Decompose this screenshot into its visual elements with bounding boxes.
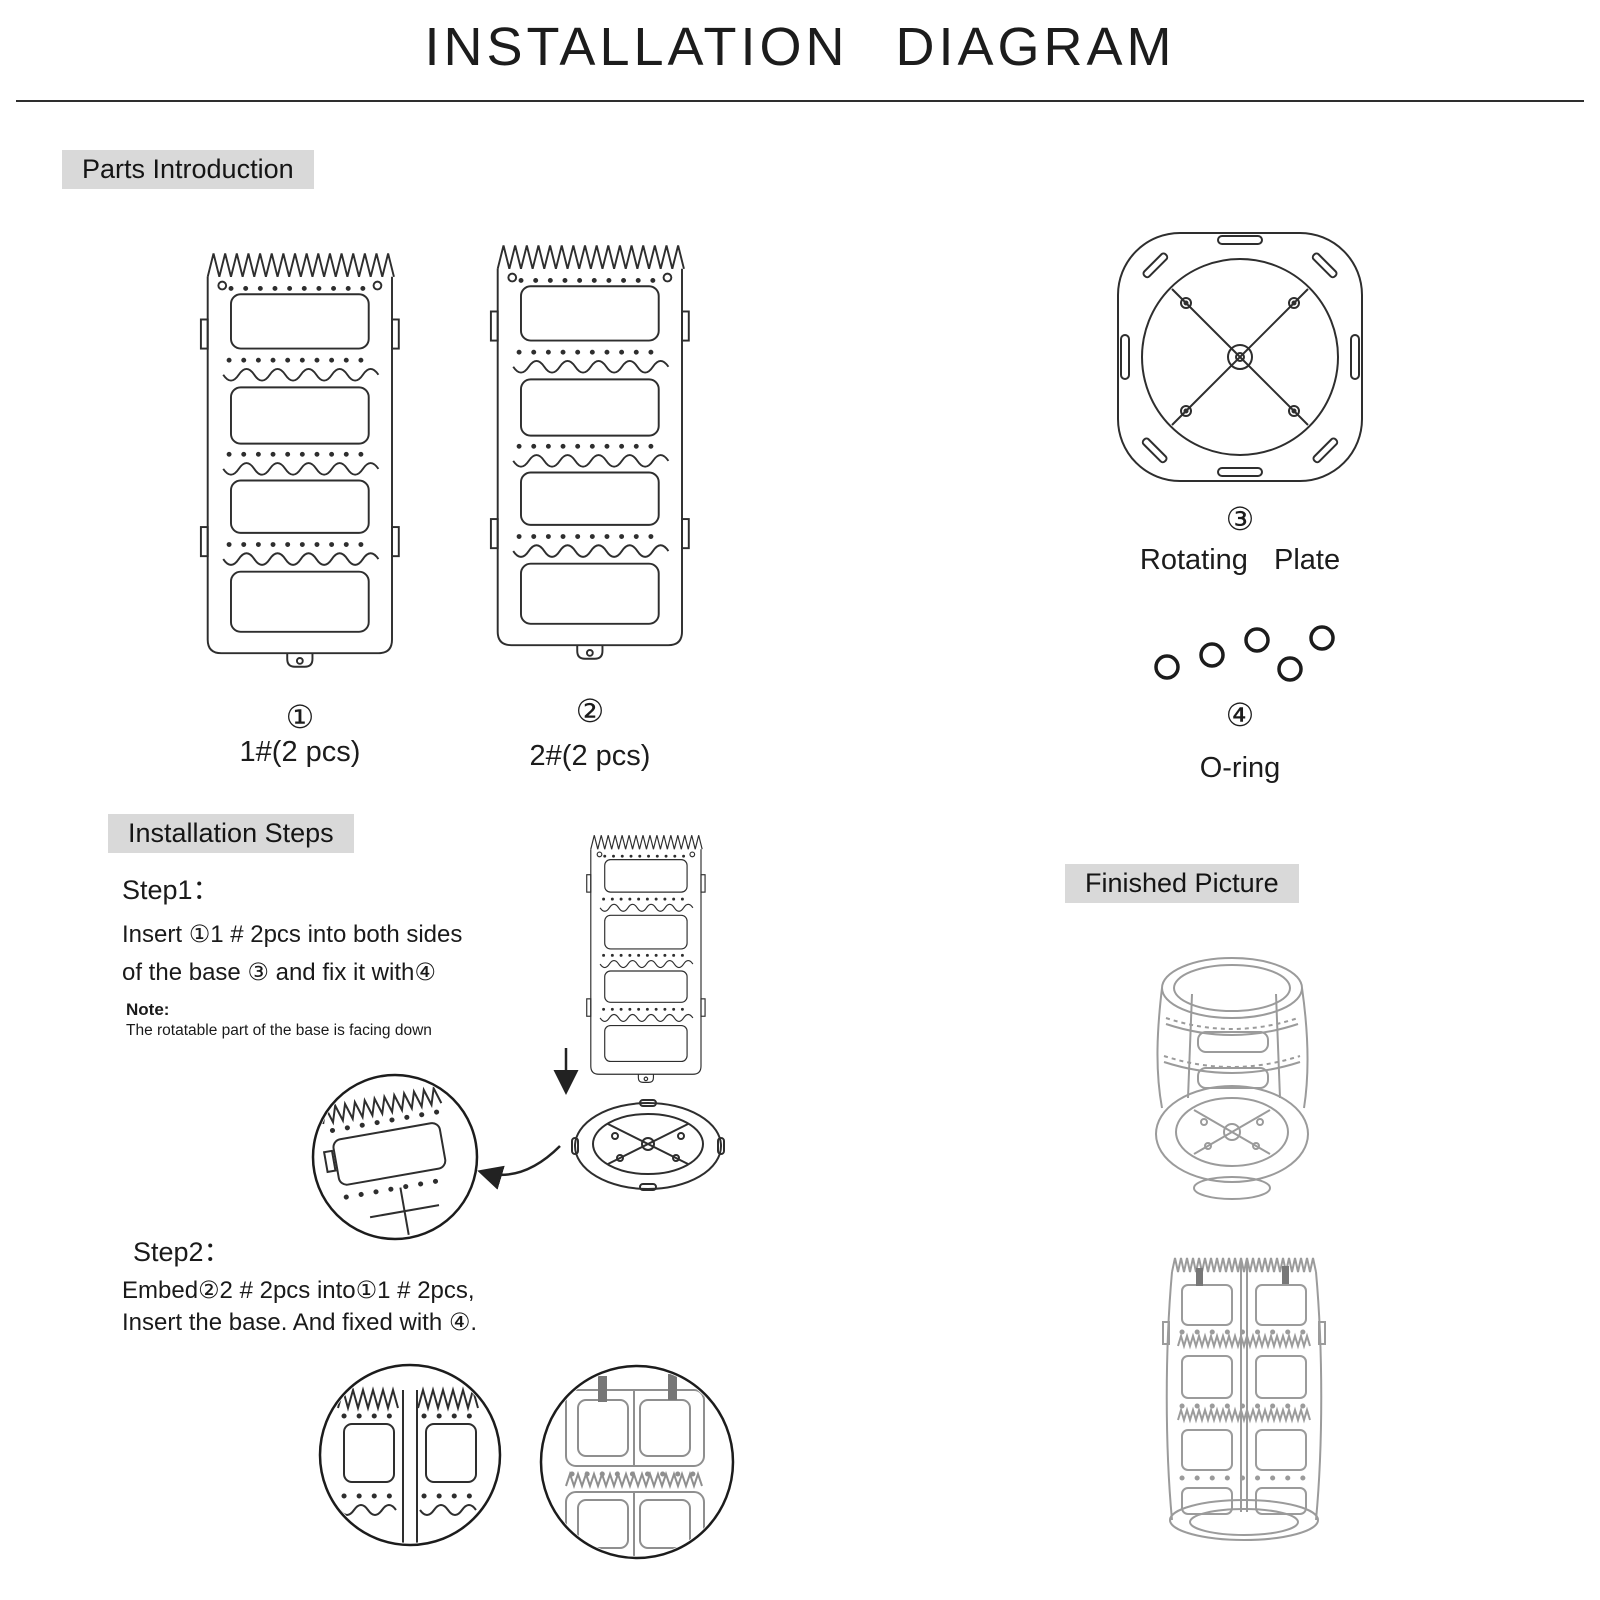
installation-steps-heading: Installation Steps: [108, 814, 354, 853]
rotating-plate-drawing: [1117, 232, 1363, 482]
step1-pointer-arrow-icon: [477, 1145, 561, 1190]
part2-label: 2#(2 pcs): [529, 740, 651, 772]
part2-number: ②: [575, 693, 605, 729]
step1-panel-drawing: [585, 833, 707, 1084]
part1-number: ①: [285, 699, 315, 735]
finished-picture-heading: Finished Picture: [1065, 864, 1299, 903]
part1-label: 1#(2 pcs): [239, 736, 361, 768]
parts-introduction-heading: Parts Introduction: [62, 150, 314, 189]
step2-line2: Insert the base. And fixed with ④.: [122, 1309, 478, 1336]
part1-panel-drawing: [201, 254, 399, 667]
step1-line1: Insert ①1 # 2pcs into both sides: [122, 921, 463, 948]
step2-detail-a-drawing: [318, 1363, 502, 1547]
title-divider: [16, 100, 1584, 102]
part3-label: Rotating Plate: [1139, 544, 1341, 576]
step1-note-title: Note:: [126, 1000, 170, 1019]
part3-number: ③: [1225, 501, 1255, 537]
slot-detail: [598, 1376, 607, 1402]
step1-title: Step1：: [122, 875, 220, 905]
page-title: INSTALLATION DIAGRAM: [424, 17, 1176, 77]
step1-line2: of the base ③ and fix it with④: [122, 959, 436, 986]
step2-title: Step2：: [133, 1237, 231, 1267]
o-rings-drawing: [1154, 625, 1335, 682]
step2-line1: Embed②2 # 2pcs into①1 # 2pcs,: [122, 1277, 475, 1304]
part2-panel-drawing: [491, 246, 689, 659]
step1-base-drawing: [571, 1099, 725, 1191]
slot-detail: [668, 1374, 677, 1400]
finished-front-view-drawing: [1162, 1257, 1326, 1541]
part4-label: O-ring: [1199, 752, 1281, 784]
part4-number: ④: [1225, 697, 1255, 733]
step1-magnifier-drawing: [311, 1073, 479, 1241]
finished-top-view-drawing: [1155, 957, 1309, 1200]
step1-note-text: The rotatable part of the base is facing…: [126, 1022, 432, 1039]
step2-detail-b-drawing: [539, 1364, 735, 1560]
